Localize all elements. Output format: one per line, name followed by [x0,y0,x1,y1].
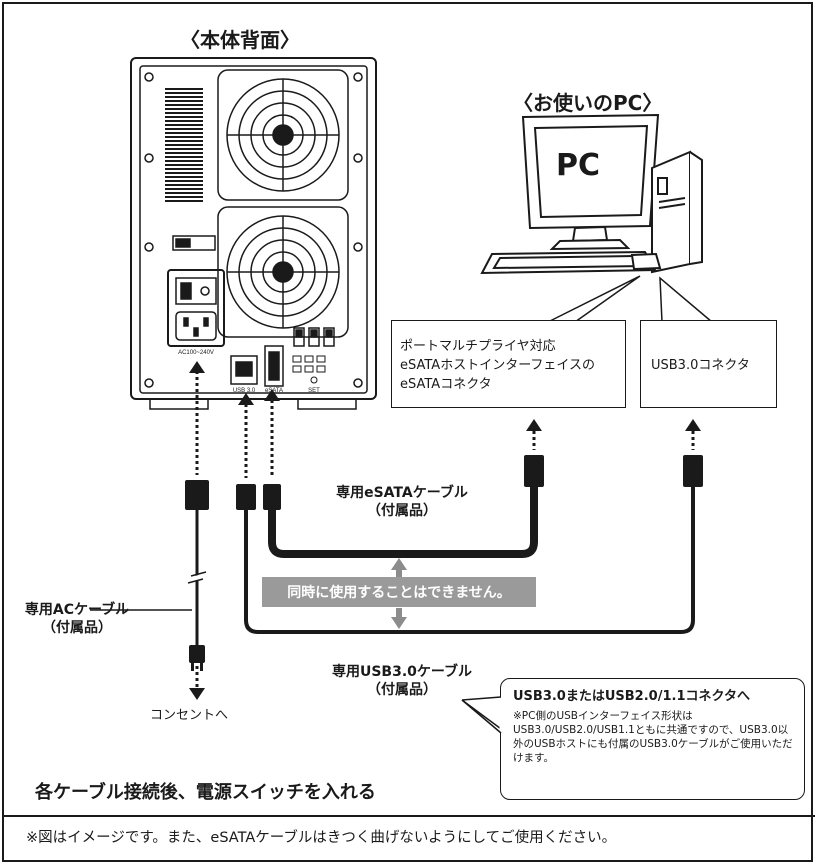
footnote: ※図はイメージです。また、eSATAケーブルはきつく曲げないようにしてご使用くだ… [26,830,617,846]
vent-grille-icon [165,88,203,203]
power-on-instruction: 各ケーブル接続後、電源スイッチを入れる [35,782,376,803]
usb-note-text: ※PC側のUSBインターフェイス形状はUSB3.0/USB2.0/USB1.1と… [513,710,793,764]
exclusive-arrow-icons [391,558,407,629]
pc-title: 〈お使いのPC〉 [513,91,663,115]
esata-cable-note: （付属品） [367,503,437,519]
pc-illustration [480,113,703,275]
usb-compat-note: USB3.0またはUSB2.0/1.1コネクタへ ※PC側のUSBインターフェイ… [500,678,805,800]
usb-plug-device-icon [236,484,256,510]
led-indicator-icons [292,355,326,384]
ac-cable-label: 専用ACケーブル （付属品） [22,601,132,637]
esata-callout-line-2: eSATAホストインターフェイスの [400,358,596,373]
usb-cable-note: （付属品） [367,682,437,698]
device-rear-title: 〈本体背面〉 [180,28,300,52]
esata-cable-label: 専用eSATAケーブル （付属品） [302,484,502,520]
exclusive-use-warning: 同時に使用することはできません。 [262,577,536,607]
usb-cable-label: 専用USB3.0ケーブル （付属品） [302,663,502,699]
esata-cable [268,485,538,558]
esata-port-icon [264,345,284,387]
callout-pointers [547,275,713,323]
arrowhead-icons [189,361,701,700]
dip-switch-icons [293,327,335,347]
pc-screen-label: PC [556,148,601,183]
keyboard-icon [480,250,657,275]
usb-callout-label: USB3.0コネクタ [651,358,750,373]
usb-port-label: USB 3.0 [233,388,256,394]
esata-plug-pc-icon [524,455,544,487]
usb-port-icon [230,355,258,385]
power-inlet-icon [167,269,225,347]
cables [90,365,695,690]
ac-voltage-label: AC100~240V [178,350,214,356]
plug-icons [185,455,703,671]
device-rear [130,57,377,410]
ac-plug-icon [185,480,209,510]
fan-mode-switch-icon [172,235,216,251]
fan-bottom-icon [217,206,349,338]
ac-cable-name: 専用ACケーブル [24,602,130,618]
usb-note-title: USB3.0またはUSB2.0/1.1コネクタへ [513,689,750,704]
usb-cable [244,485,695,634]
usb-plug-pc-icon [683,455,703,487]
esata-callout-line-1: ポートマルチプライヤ対応 [400,339,556,354]
esata-connector-callout: ポートマルチプライヤ対応 eSATAホストインターフェイスの eSATAコネクタ [391,320,626,408]
set-button-label: SET [308,388,320,394]
footer-divider [2,815,815,817]
tower-icon [651,150,703,274]
esata-port-label: eSATA [265,388,283,394]
usb-cable-name: 専用USB3.0ケーブル [331,664,473,680]
monitor-icon [521,113,660,251]
outlet-plug-icon [189,645,205,671]
outlet-label: コンセントへ [150,708,229,723]
device-screws [144,72,363,388]
esata-cable-name: 専用eSATAケーブル [336,485,468,501]
esata-plug-device-icon [263,484,281,510]
usb-connector-callout: USB3.0コネクタ [640,320,777,408]
esata-callout-line-3: eSATAコネクタ [400,377,492,392]
fan-top-icon [217,69,349,201]
mouse-icon [630,252,662,271]
ac-cable-note: （付属品） [42,620,112,636]
